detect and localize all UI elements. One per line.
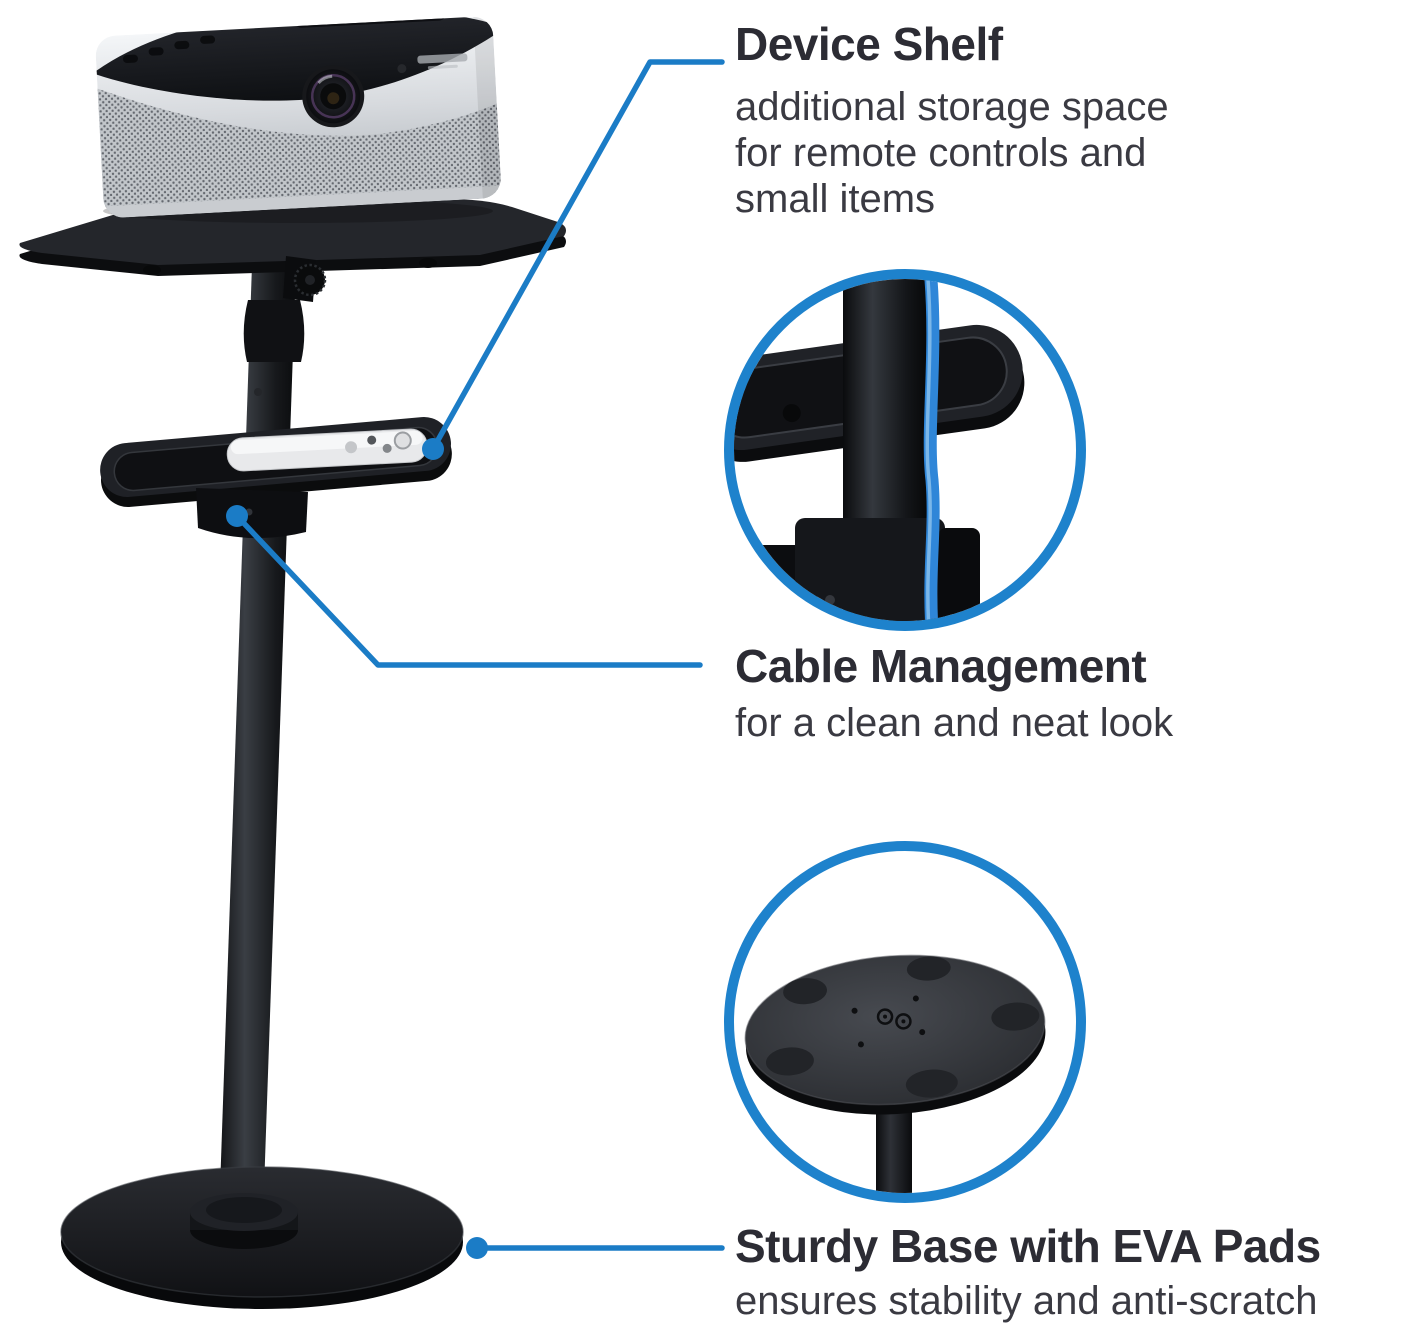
inset-base-screw-holes [851,995,926,1048]
callout-line-cable-management [234,513,703,668]
speaker-grille [97,88,502,219]
inset-cable [923,279,940,621]
callout-description-line: for remote controls and [735,131,1147,175]
projector-logo [417,53,468,70]
base-plate [60,1166,464,1309]
projector-sensor [397,64,407,74]
projector-lens [302,65,365,128]
callout-description-line: ensures stability and anti-scratch [735,1279,1318,1323]
device-shelf-tray [100,417,452,507]
inset-base-plate [744,954,1046,1115]
inset-base-zoom [724,841,1086,1203]
callout-description-line: additional storage space [735,85,1169,129]
height-adjust-knob [283,256,327,302]
callout-cable-management: Cable Management for a clean and neat lo… [735,638,1173,746]
inset-base-pads [765,956,1040,1098]
callout-title: Sturdy Base with EVA Pads [735,1220,1321,1272]
pole-screw [254,388,262,396]
callout-description-line: small items [735,177,936,221]
tray-foot [143,265,161,275]
projector [95,15,502,219]
callout-dot-cable-management [226,505,248,527]
callout-description-line: for a clean and neat look [735,701,1174,745]
base-hub [190,1193,298,1249]
projector-top-buttons [122,35,216,63]
projector-top-panel [96,15,494,101]
remote-control [226,428,428,472]
callout-dot-device-shelf [422,438,444,460]
callout-title: Device Shelf [735,18,1003,70]
stand-pole [219,236,305,1218]
callout-title: Cable Management [735,640,1147,692]
inset-shelf-zoom [724,269,1086,631]
tray-foot [419,258,437,268]
callout-sturdy-base: Sturdy Base with EVA Pads ensures stabil… [735,1218,1321,1323]
callout-device-shelf: Device Shelf additional storage space fo… [735,16,1169,222]
callout-dot-sturdy-base [466,1237,488,1259]
pole-joint [243,300,305,362]
callout-line-device-shelf [430,59,725,452]
